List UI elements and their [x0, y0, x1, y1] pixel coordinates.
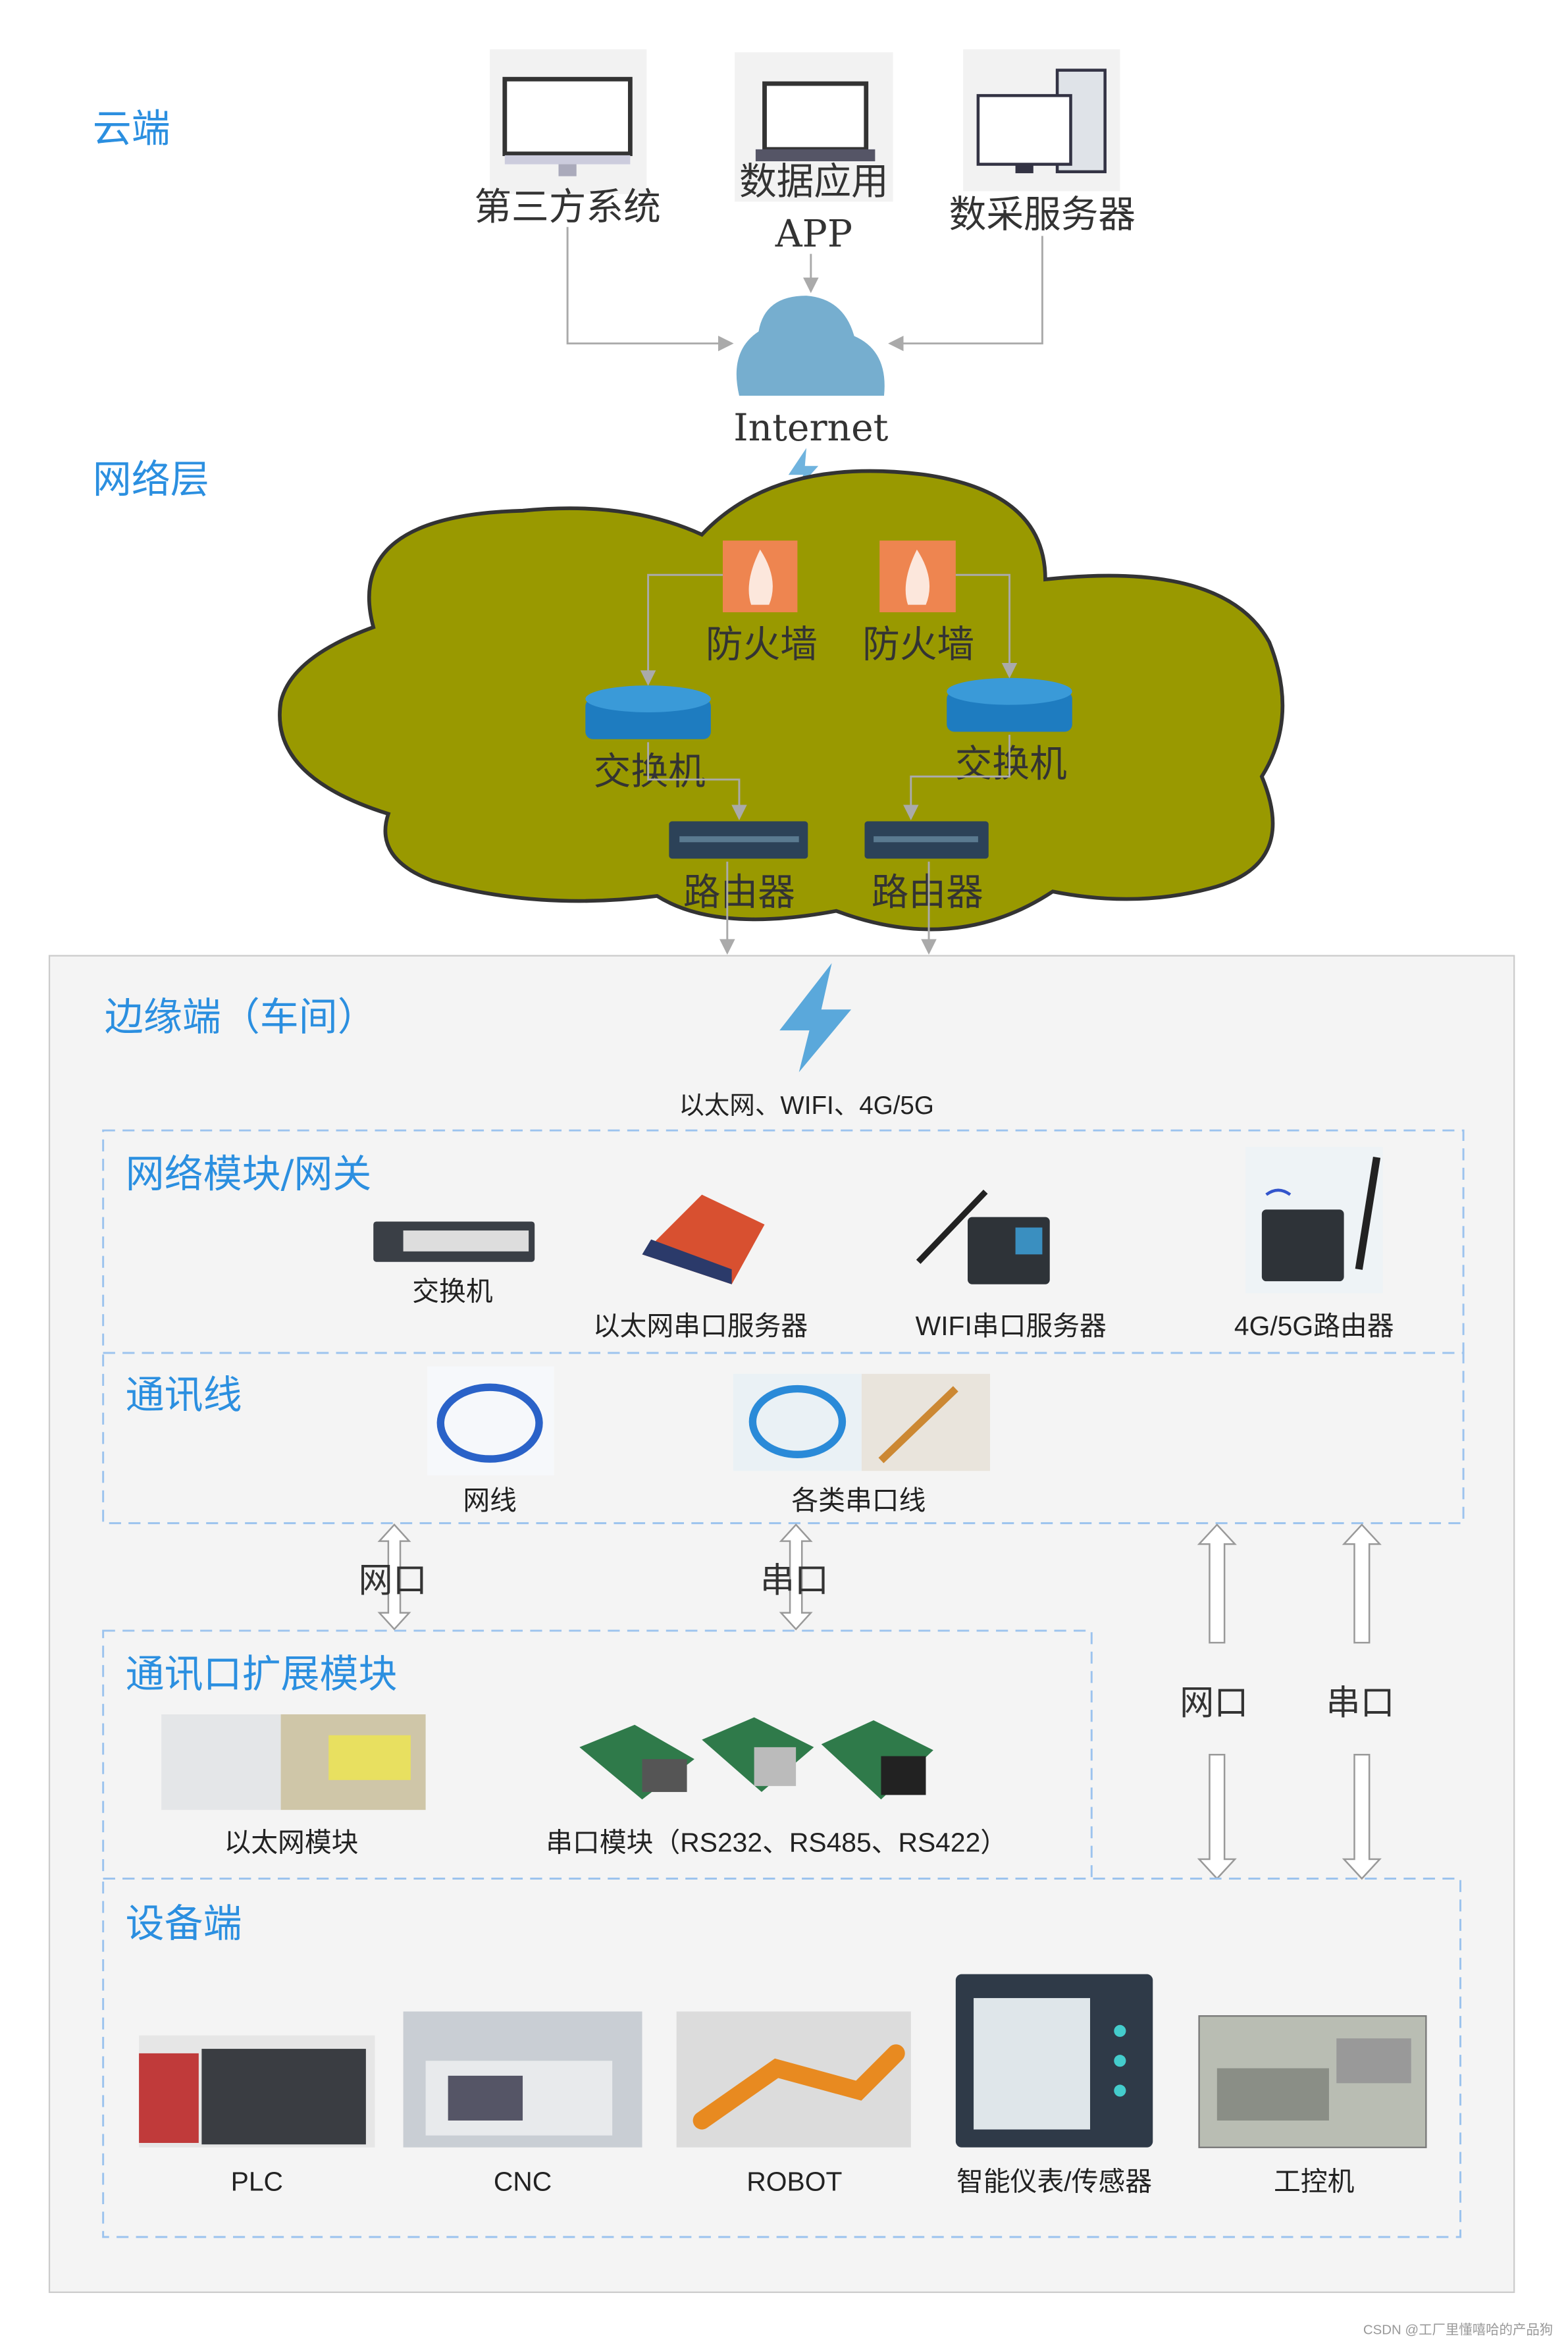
serial-module-icon: [579, 1717, 933, 1800]
devices-group: [102, 1878, 1462, 2238]
cables-title: 通讯线: [126, 1372, 242, 1417]
switch-label: 交换机: [955, 743, 1067, 786]
firewall-icon: [723, 541, 798, 612]
switch-router-icon: [585, 685, 711, 739]
link-label: 以太网、WIFI、4G/5G: [679, 1092, 934, 1120]
down-arrow-icon: [1197, 1753, 1237, 1880]
device-label: CNC: [494, 2167, 552, 2197]
gateway-item-label: 4G/5G路由器: [1234, 1311, 1394, 1341]
node-data-server: 数采服务器: [949, 193, 1136, 236]
double-arrow-icon: [779, 1523, 813, 1631]
cable-item-label: 各类串口线: [791, 1485, 926, 1516]
ethernet-serial-server-icon: [642, 1194, 765, 1284]
watermark: CSDN @工厂里懂嘻哈的产品狗: [1363, 2322, 1553, 2337]
firewall-icon: [879, 541, 956, 612]
node-data-app-sub: APP: [775, 212, 852, 255]
gateway-item-label: 交换机: [412, 1277, 492, 1307]
monitor-icon: [490, 49, 647, 194]
port-label: 串口: [1326, 1683, 1394, 1723]
node-data-app: 数据应用: [739, 160, 889, 203]
router-device-icon: [864, 821, 989, 859]
section-title-cloud: 云端: [93, 105, 170, 151]
server-icon: [963, 49, 1120, 192]
robot-icon: [676, 2011, 911, 2148]
ethernet-cable-icon: [427, 1366, 554, 1476]
port-label: 网口: [359, 1561, 427, 1600]
double-arrow-icon: [377, 1523, 411, 1631]
device-label: 工控机: [1274, 2167, 1354, 2197]
gateway-item-label: 以太网串口服务器: [593, 1311, 808, 1341]
firewall-label: 防火墙: [706, 623, 818, 666]
switch-router-icon: [947, 677, 1072, 732]
plc-icon: [139, 2035, 375, 2148]
laptop-icon: [735, 52, 893, 202]
gateway-title: 网络模块/网关: [126, 1151, 372, 1196]
connector: [955, 573, 1018, 679]
switch-icon: [373, 1221, 535, 1262]
lightning-icon: [788, 448, 819, 496]
port-label: 网口: [1180, 1683, 1248, 1723]
cable-item-label: 网线: [463, 1485, 517, 1516]
device-label: ROBOT: [746, 2167, 842, 2197]
gateway-item-label: WIFI串口服务器: [916, 1311, 1107, 1341]
expansion-item-label: 串口模块（RS232、RS485、RS422）: [546, 1828, 1007, 1858]
device-label: PLC: [231, 2167, 283, 2197]
connector: [903, 734, 1010, 820]
internet-cloud-icon: [736, 296, 885, 396]
router-label: 路由器: [683, 871, 795, 914]
node-third-party-system: 第三方系统: [474, 185, 660, 228]
wifi-serial-server-icon: [916, 1189, 1050, 1284]
serial-cable-icon: [733, 1373, 991, 1471]
connector: [888, 236, 1043, 352]
4g5g-router-icon: [1245, 1147, 1383, 1294]
device-label: 智能仪表/传感器: [956, 2167, 1152, 2197]
cables-group: [102, 1352, 1465, 1525]
connector: [640, 573, 723, 686]
lightning-icon: [779, 963, 852, 1072]
cnc-icon: [403, 2011, 642, 2148]
connector: [566, 226, 734, 352]
router-label: 路由器: [872, 871, 983, 914]
ethernet-module-icon: [161, 1714, 426, 1810]
down-arrow-icon: [1342, 1753, 1382, 1880]
up-arrow-icon: [1197, 1523, 1237, 1644]
connector: [647, 742, 747, 820]
section-title-network: 网络层: [93, 457, 209, 502]
up-arrow-icon: [1342, 1523, 1382, 1644]
section-title-edge: 边缘端（车间）: [105, 994, 377, 1040]
network-cloud: [278, 469, 1285, 932]
devices-title: 设备端: [126, 1901, 242, 1946]
firewall-label: 防火墙: [862, 623, 974, 666]
port-label: 串口: [760, 1561, 829, 1600]
expansion-item-label: 以太网模块: [224, 1828, 358, 1858]
expansion-title: 通讯口扩展模块: [126, 1651, 398, 1697]
industrial-pc-icon: [1198, 2015, 1427, 2148]
router-device-icon: [669, 821, 808, 859]
smart-meter-icon: [955, 1974, 1153, 2148]
switch-label: 交换机: [594, 750, 706, 793]
internet-label: Internet: [733, 406, 888, 450]
